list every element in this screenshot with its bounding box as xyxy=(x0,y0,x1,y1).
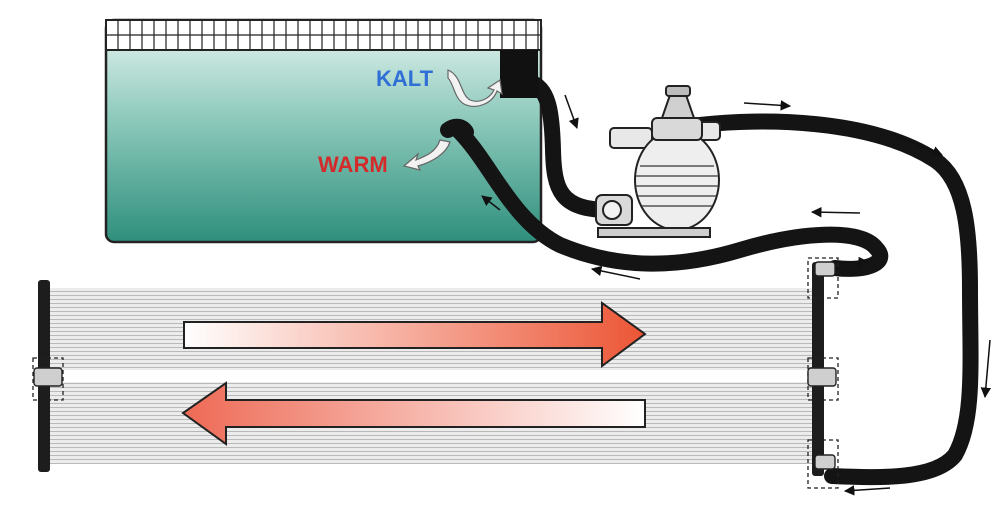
hose-suction xyxy=(522,74,618,218)
curved-arrow-icon xyxy=(447,69,503,107)
hose-to-collector xyxy=(692,113,979,486)
skimmer xyxy=(500,50,538,98)
pool-tiles xyxy=(106,20,541,50)
cold-label: KALT xyxy=(376,66,434,91)
flow-arrow-left xyxy=(181,381,646,446)
flow-arrow-right xyxy=(183,301,647,368)
curved-arrow-icon xyxy=(402,139,451,171)
hose-return xyxy=(448,120,889,277)
solar-collector xyxy=(32,257,839,489)
hoses xyxy=(440,74,979,486)
pool-water xyxy=(104,18,543,244)
warm-label: WARM xyxy=(318,152,388,177)
pool xyxy=(104,18,543,244)
sand-filter-pump-icon xyxy=(595,85,721,238)
direction-arrows xyxy=(481,94,992,496)
hose-inlet xyxy=(440,118,474,140)
